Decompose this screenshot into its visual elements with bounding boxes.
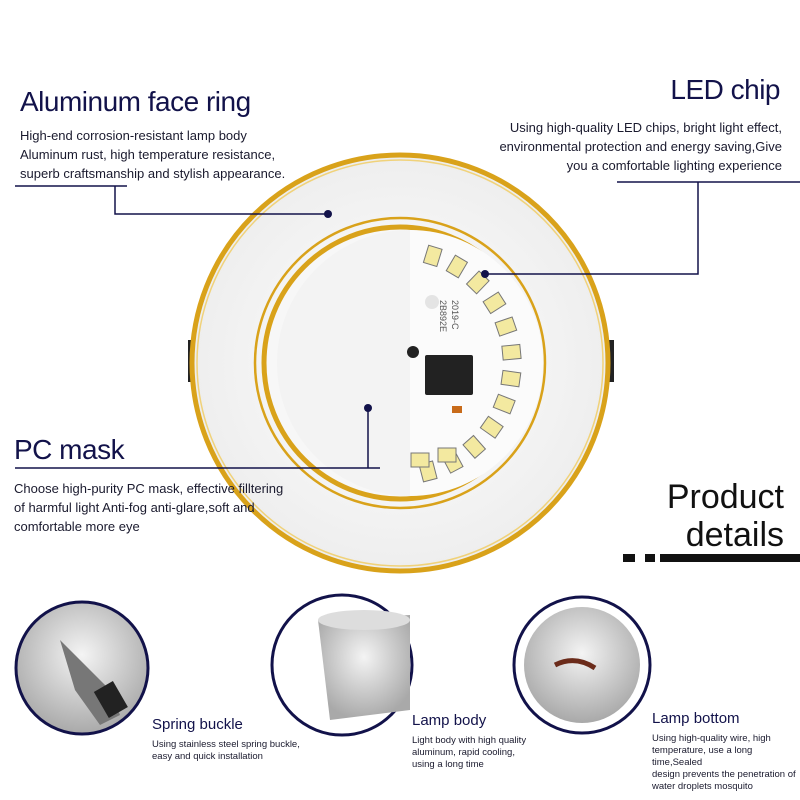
spring-buckle-image <box>14 600 150 736</box>
detail-description: Using high-quality wire, high temperatur… <box>652 733 800 793</box>
led-chip <box>445 254 469 279</box>
product-details-heading: Product details <box>667 478 784 554</box>
led-chip <box>479 415 504 439</box>
desc-line: Light body with high quality <box>412 735 527 746</box>
led-title: LED chip <box>670 74 780 105</box>
pcb-label: 2019-C <box>450 300 460 330</box>
desc-line: Using high-quality wire, high <box>652 733 771 744</box>
desc-line: Using stainless steel spring buckle, <box>152 739 300 750</box>
desc-line: easy and quick installation <box>152 751 263 762</box>
led-chip <box>462 434 487 459</box>
pcb-label: 2B892E <box>438 300 448 332</box>
lamp-bottom-image <box>512 595 652 735</box>
desc-line: comfortable more eye <box>14 519 140 534</box>
desc-line: design prevents the penetration of <box>652 769 796 780</box>
heading-line: details <box>685 516 784 554</box>
desc-line: Using high-quality LED chips, bright lig… <box>509 120 782 135</box>
led-chip <box>482 291 507 315</box>
detail-lamp-bottom: Lamp bottom Using high-quality wire, hig… <box>652 710 800 793</box>
detail-title: Lamp body <box>412 712 487 729</box>
desc-line: aluminum, rapid cooling, <box>412 747 515 758</box>
pcb-board <box>410 230 543 496</box>
pc-title: PC mask <box>14 434 125 465</box>
led-chip <box>500 369 522 388</box>
desc-line: Aluminum rust, high temperature resistan… <box>20 147 276 162</box>
led-chip <box>437 447 457 463</box>
led-description: Using high-quality LED chips, bright lig… <box>499 118 782 175</box>
inner-gold-ring-outer <box>253 216 547 510</box>
detail-lamp-body: Lamp body Light body with high quality a… <box>412 712 526 771</box>
desc-line: temperature, use a long time,Sealed <box>652 745 753 768</box>
aluminum-title: Aluminum face ring <box>20 86 251 117</box>
led-chip <box>501 343 522 361</box>
aluminum-description: High-end corrosion-resistant lamp body A… <box>20 126 285 183</box>
detail-title: Lamp bottom <box>652 710 740 727</box>
detail-description: Light body with high quality aluminum, r… <box>412 735 526 771</box>
desc-line: of harmful light Anti-fog anti-glare,sof… <box>14 500 255 515</box>
led-chip <box>410 452 430 468</box>
detail-title: Spring buckle <box>152 716 243 733</box>
desc-line: water droplets mosquito <box>652 781 753 792</box>
desc-line: superb craftsmanship and stylish appeara… <box>20 166 286 181</box>
detail-spring-buckle: Spring buckle Using stainless steel spri… <box>152 716 300 763</box>
led-chip <box>492 393 516 415</box>
led-chip <box>422 244 443 268</box>
led-chips <box>410 244 522 483</box>
pc-mask <box>277 230 410 496</box>
detail-description: Using stainless steel spring buckle, eas… <box>152 739 300 763</box>
driver-chip <box>425 355 473 395</box>
heading-line: Product <box>666 478 784 516</box>
desc-line: you a comfortable lighting experience <box>566 158 782 173</box>
lamp-body-image <box>270 593 414 737</box>
desc-line: using a long time <box>412 759 484 770</box>
desc-line: environmental protection and energy savi… <box>499 139 782 154</box>
desc-line: Choose high-purity PC mask, effective fi… <box>14 481 284 496</box>
desc-line: High-end corrosion-resistant lamp body <box>20 128 247 143</box>
pc-description: Choose high-purity PC mask, effective fi… <box>14 479 283 536</box>
led-chip <box>494 316 518 337</box>
leader-lines <box>15 181 800 469</box>
